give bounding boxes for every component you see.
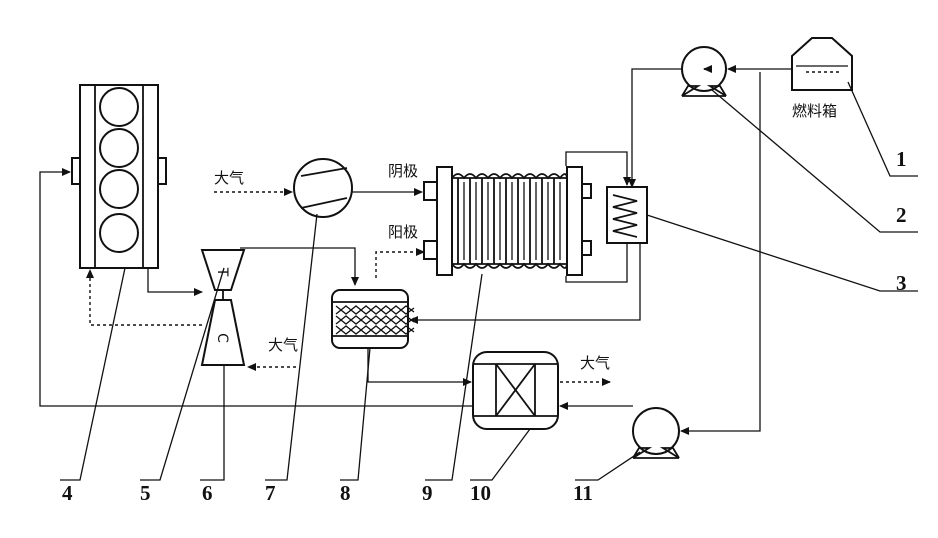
cathode-label: 阴极 (388, 162, 418, 180)
air-compressor (294, 159, 352, 217)
callout-3: 3 (896, 271, 907, 295)
anode-label: 阳极 (388, 223, 418, 241)
engine (72, 85, 166, 268)
reformer (332, 290, 414, 348)
turbocharger: T C (202, 250, 244, 365)
compressor-mark: C (214, 333, 230, 343)
callout-6: 6 (202, 481, 213, 505)
callout-1: 1 (896, 147, 907, 171)
callout-4: 4 (62, 481, 73, 505)
heat-exchanger (607, 187, 647, 243)
atmosphere-label-turbo: 大气 (268, 336, 298, 354)
callout-9: 9 (422, 481, 433, 505)
atmosphere-label-exhaust: 大气 (580, 354, 610, 372)
fuel-tank: 燃料箱 (792, 38, 852, 120)
atmosphere-label-compressor: 大气 (214, 169, 244, 187)
fuel-cell-stack (424, 167, 591, 275)
callout-8: 8 (340, 481, 351, 505)
callout-5: 5 (140, 481, 151, 505)
exhaust-converter (473, 352, 558, 429)
callout-11: 11 (573, 481, 593, 505)
fuel-tank-label: 燃料箱 (792, 102, 837, 120)
callout-2: 2 (896, 203, 907, 227)
callout-10: 10 (470, 481, 491, 505)
fuel-pump (682, 47, 726, 96)
second-pump (633, 408, 679, 458)
callout-7: 7 (265, 481, 276, 505)
